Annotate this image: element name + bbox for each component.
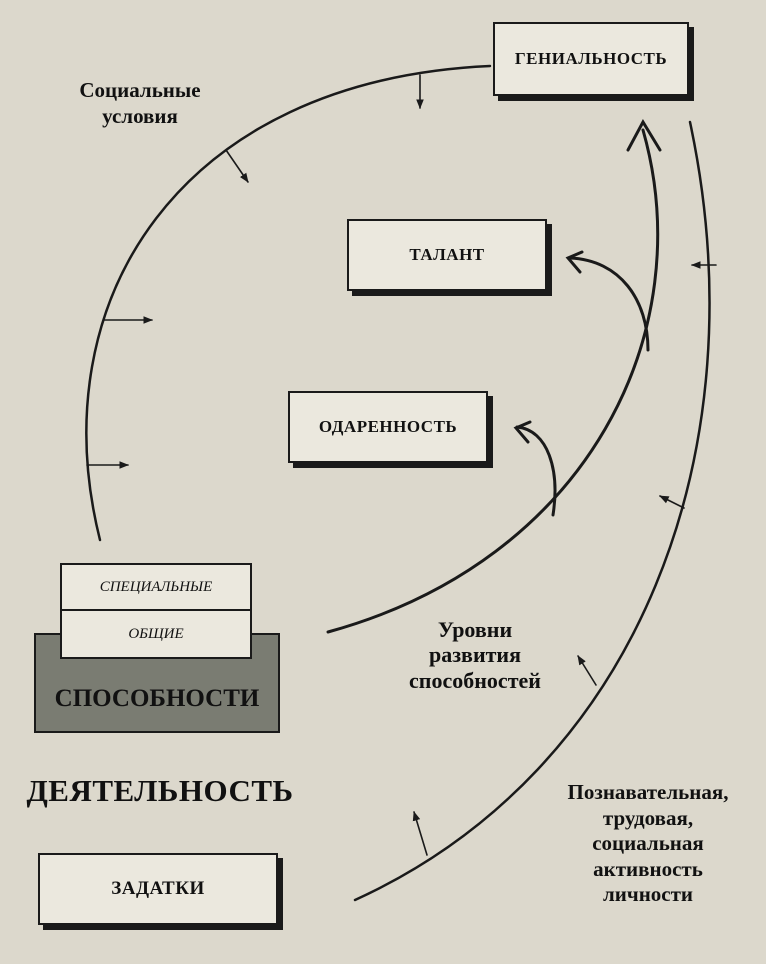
giftedness-box: ОДАРЕННОСТЬ (288, 391, 488, 463)
development-levels-label: Уровни развития способностей (380, 617, 570, 693)
development-levels-line: способностей (409, 667, 541, 693)
talent-branch-arrow (568, 256, 650, 352)
genius-arrowhead (626, 118, 662, 152)
personal-activity-line: личности (602, 882, 694, 907)
social-conditions-label: Социальные условия (60, 78, 220, 129)
talent-arrowhead (565, 250, 584, 274)
giftedness-branch-arrow (515, 425, 557, 517)
social-conditions-line: Социальные (79, 78, 201, 102)
social-conditions-arc (85, 64, 492, 542)
abilities-label: СПОСОБНОСТИ (54, 685, 260, 712)
talent-label: ТАЛАНТ (409, 245, 485, 264)
giftedness-arrowhead (513, 420, 532, 444)
inclinations-box: ЗАДАТКИ (38, 853, 278, 925)
general-abilities-box: ОБЩИЕ (60, 609, 252, 659)
personal-activity-line: активность (593, 856, 703, 881)
giftedness-label: ОДАРЕННОСТЬ (318, 417, 458, 436)
personal-activity-label: Познавательная, трудовая, социальная акт… (538, 780, 758, 908)
social-conditions-line: условия (102, 103, 178, 128)
personal-activity-line: трудовая, (602, 805, 694, 830)
inclinations-label: ЗАДАТКИ (111, 878, 205, 899)
personal-activity-line: социальная (592, 831, 704, 856)
activity-arrow-4 (412, 811, 428, 856)
social-arrow-2 (225, 149, 249, 183)
talent-box: ТАЛАНТ (347, 219, 547, 291)
special-abilities-box: СПЕЦИАЛЬНЫЕ (60, 563, 252, 611)
activity-arrow-2 (659, 495, 685, 509)
special-abilities-label: СПЕЦИАЛЬНЫЕ (99, 578, 213, 595)
activity-arrow-3 (577, 655, 597, 686)
development-levels-line: развития (428, 642, 522, 668)
activity-label: ДЕЯТЕЛЬНОСТЬ (26, 773, 294, 808)
development-arc (326, 128, 660, 634)
development-levels-line: Уровни (437, 617, 513, 642)
general-abilities-label: ОБЩИЕ (128, 625, 184, 642)
genius-label: ГЕНИАЛЬНОСТЬ (514, 49, 668, 68)
personal-activity-line: Познавательная, (567, 780, 729, 804)
genius-box: ГЕНИАЛЬНОСТЬ (493, 22, 689, 96)
